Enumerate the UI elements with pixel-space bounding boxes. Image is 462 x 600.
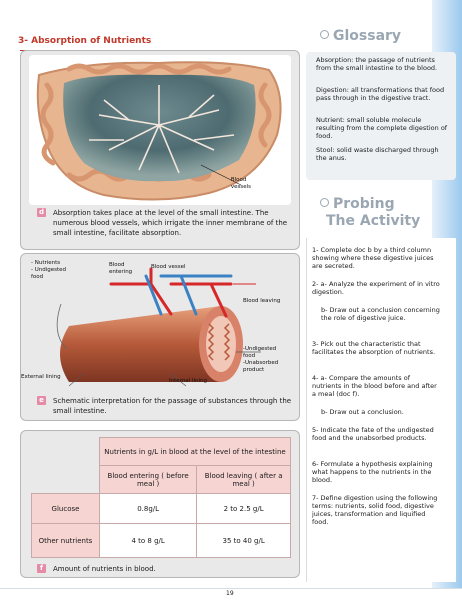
figure-letter-f: f: [37, 564, 46, 573]
table-header-main: Nutrients in g/L in blood at the level o…: [99, 437, 291, 466]
table-header-col2: Blood leaving ( after a meal ): [196, 465, 291, 494]
label-undigested: -Undigested food -Unabsorbed product: [243, 346, 279, 373]
row-label: Glucose: [31, 493, 100, 524]
figure-e-caption: Schematic interpretation for the passage…: [53, 397, 292, 415]
row-value-after: 35 to 40 g/L: [196, 523, 291, 558]
page-footer: [0, 588, 462, 600]
probing-heading: Probing The Activity: [320, 196, 420, 230]
glossary-item: Digestion: all transformations that food…: [316, 86, 445, 102]
probing-item: b- Draw out a conclusion.: [321, 408, 404, 416]
table-corner: [31, 437, 100, 466]
figure-e-box: - Nutrients - Undigested food Blood ente…: [20, 253, 300, 421]
nutrients-table: Nutrients in g/L in blood at the level o…: [31, 437, 291, 558]
probing-item: 6- Formulate a hypothesis explaining wha…: [312, 460, 433, 484]
label-blood-entering: Blood entering: [109, 262, 133, 275]
figure-d-caption: Absorption takes place at the level of t…: [53, 209, 288, 237]
row-label: Other nutrients: [31, 523, 100, 558]
probing-item: b- Draw out a conclusion concerning the …: [321, 306, 440, 322]
probing-item: 7- Define digestion using the following …: [312, 494, 438, 526]
row-value-before: 0.8g/L: [98, 493, 198, 524]
table-row: Other nutrients 4 to 8 g/L 35 to 40 g/L: [31, 523, 291, 558]
circle-icon: [320, 198, 329, 207]
probing-panel: [306, 238, 456, 582]
row-value-after: 2 to 2.5 g/L: [196, 493, 291, 524]
table-header-col1: Blood entering ( before meal ): [98, 465, 198, 494]
label-blood-leaving: Blood leaving: [243, 298, 281, 304]
label-external-lining: External lining: [21, 374, 61, 380]
probing-item: 1- Complete doc b by a third column show…: [312, 246, 434, 270]
glossary-title: Glossary: [333, 28, 402, 44]
glossary-item: Absorption: the passage of nutrients fro…: [316, 56, 438, 72]
glossary-heading: Glossary: [320, 28, 401, 44]
probing-title-line2: The Activity: [326, 213, 421, 229]
probing-item: 5- Indicate the fate of the undigested f…: [312, 426, 434, 442]
figure-letter-d: d: [37, 208, 46, 217]
probing-item: 4- a- Compare the amounts of nutrients i…: [312, 374, 437, 398]
figure-letter-e: e: [37, 396, 46, 405]
row-value-before: 4 to 8 g/L: [98, 523, 198, 558]
probing-item: 2- a- Analyze the experiment of in vitro…: [312, 280, 440, 296]
label-nutrients: - Nutrients - Undigested food: [31, 260, 67, 280]
figure-f-caption: Amount of nutrients in blood.: [53, 565, 156, 573]
glossary-item: Nutrient: small soluble molecule resulti…: [316, 116, 448, 140]
glossary-item: Stool: solid waste discharged through th…: [316, 146, 439, 162]
probing-item: 3- Pick out the characteristic that faci…: [312, 340, 436, 356]
label-blood-vessel: Blood vessel: [151, 264, 186, 270]
figure-d-box: Blood vessels d Absorption takes place a…: [20, 50, 300, 250]
intestine-photo: Blood vessels: [29, 55, 291, 205]
glossary-panel: [306, 52, 456, 180]
figure-f-box: Nutrients in g/L in blood at the level o…: [20, 430, 300, 578]
circle-icon: [320, 30, 329, 39]
label-internal-lining: Internal lining: [169, 378, 207, 384]
table-row: Glucose 0.8g/L 2 to 2.5 g/L: [31, 493, 291, 524]
section-title: 3- Absorption of Nutrients: [18, 36, 152, 46]
photo-label-blood-vessels: Blood vessels: [230, 177, 251, 190]
page-number: 19: [226, 590, 234, 597]
intestine-diagram: - Nutrients - Undigested food Blood ente…: [21, 254, 301, 394]
table-corner-2: [31, 465, 100, 494]
probing-title-line1: Probing: [333, 196, 395, 212]
